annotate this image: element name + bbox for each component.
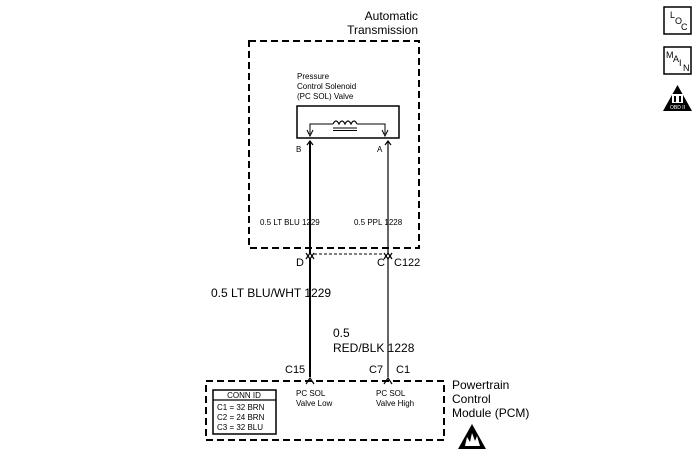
- pcm-boundary: [205, 380, 445, 441]
- connector-c122-id: C122: [394, 257, 420, 269]
- connector-c122-pin-d: D: [296, 257, 304, 269]
- connector-id-row: C2 = 24 BRN: [217, 413, 265, 422]
- connector-c122-pin-c: C: [377, 257, 385, 269]
- esd-warning-icon: [458, 424, 486, 449]
- loc-letter: O: [675, 16, 682, 26]
- solenoid-symbol: [296, 105, 400, 139]
- connector-id-row: C3 = 32 BLU: [217, 423, 263, 432]
- solenoid-label-line2: Control Solenoid: [297, 82, 356, 91]
- wire-1228-harness-label-line1: 0.5: [333, 326, 350, 340]
- connector-id-row: C1 = 32 BRN: [217, 403, 265, 412]
- loc-letter: C: [681, 22, 688, 32]
- main-letter: I: [679, 58, 682, 68]
- solenoid-label-line3: (PC SOL) Valve: [297, 92, 354, 101]
- loc-letter: L: [670, 10, 675, 20]
- solenoid-label-line1: Pressure: [297, 72, 330, 81]
- pcm-title-line1: Powertrain: [452, 378, 509, 392]
- loc-button[interactable]: L O C: [663, 6, 692, 35]
- pcm-label-valve-high-line1: PC SOL: [376, 389, 406, 398]
- pcm-pin-c1: C1: [396, 364, 410, 376]
- main-letter: N: [683, 63, 690, 73]
- pin-b-label: B: [296, 145, 301, 154]
- pcm-pin-c15: C15: [285, 364, 305, 376]
- obd-ii-button[interactable]: OBD II: [662, 84, 693, 112]
- obd-ii-label: OBD II: [670, 105, 685, 111]
- main-button[interactable]: M A I N: [663, 46, 692, 75]
- pcm-label-valve-low-line2: Valve Low: [296, 399, 333, 408]
- transmission-boundary: [248, 40, 420, 249]
- pcm-title-line2: Control: [452, 392, 491, 406]
- transmission-title-line1: Automatic: [365, 9, 418, 23]
- pcm-pin-c7: C7: [369, 364, 383, 376]
- main-letter: A: [673, 54, 679, 64]
- pcm-label-valve-high-line2: Valve High: [376, 399, 414, 408]
- wire-1228-internal-label: 0.5 PPL 1228: [354, 218, 403, 227]
- transmission-title-line2: Transmission: [347, 23, 418, 37]
- connector-id-header: CONN ID: [227, 391, 261, 400]
- pcm-label-valve-low-line1: PC SOL: [296, 389, 326, 398]
- wire-1229-internal-label: 0.5 LT BLU 1229: [260, 218, 320, 227]
- connector-id-table: [212, 389, 277, 435]
- pin-a-label: A: [377, 145, 383, 154]
- pcm-title-line3: Module (PCM): [452, 406, 529, 420]
- wire-1229-harness-label: 0.5 LT BLU/WHT 1229: [211, 286, 331, 300]
- wire-1228-harness-label-line2: RED/BLK 1228: [333, 341, 415, 355]
- main-letter: M: [666, 50, 674, 60]
